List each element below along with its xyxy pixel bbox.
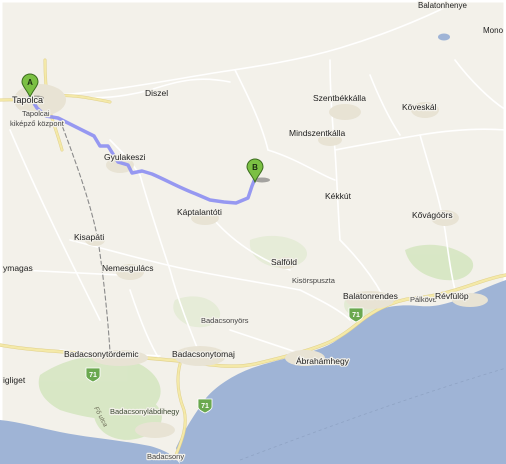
place-tapolca: Tapolca bbox=[12, 95, 43, 105]
svg-text:71: 71 bbox=[352, 312, 360, 319]
place-raposka: ymagas bbox=[3, 263, 33, 273]
place-balatonhenye: Balatonhenye bbox=[418, 1, 467, 10]
place-szigliget: igliget bbox=[3, 375, 26, 385]
place-gyulakeszi: Gyulakeszi bbox=[104, 152, 146, 162]
place-badacsonyors: Badacsonyörs bbox=[201, 316, 249, 325]
place-palkove: Pálköve bbox=[410, 295, 437, 304]
place-tapolca-kikepzo-1: Tapolcai bbox=[22, 109, 50, 118]
route-line bbox=[28, 95, 258, 205]
railway-line bbox=[59, 119, 111, 353]
lake-shore-left bbox=[0, 420, 180, 464]
lake-boundary-line bbox=[239, 367, 506, 461]
place-revfulop: Révfülöp bbox=[435, 291, 469, 301]
place-nemesgulacs: Nemesgulács bbox=[102, 263, 154, 273]
place-koveskal: Köveskál bbox=[402, 102, 437, 112]
place-mindszentkalla: Mindszentkálla bbox=[289, 128, 345, 138]
place-badacsonytomaj: Badacsonytomaj bbox=[172, 349, 235, 359]
svg-text:71: 71 bbox=[89, 372, 97, 379]
map-pin-green-icon bbox=[246, 158, 264, 184]
map-pin-green-icon bbox=[21, 73, 39, 99]
marker-b[interactable]: B bbox=[246, 158, 264, 184]
pond bbox=[438, 33, 450, 41]
place-kisapati: Kisapáti bbox=[74, 232, 104, 242]
place-kisorspuszta: Kisörspuszta bbox=[292, 276, 336, 285]
marker-a-shadow bbox=[28, 95, 44, 101]
lake-balaton bbox=[176, 280, 506, 464]
place-badacsonytordemic: Badacsonytördemic bbox=[64, 349, 139, 359]
place-kaptalantoti: Káptalantóti bbox=[177, 207, 222, 217]
place-badacsonylabdihegy: Badacsonylábdihegy bbox=[110, 407, 179, 416]
place-badacsony: Badacsony bbox=[147, 452, 184, 461]
place-salfold: Salföld bbox=[271, 257, 297, 267]
place-monostorapati: Mono bbox=[483, 26, 504, 35]
place-tapolca-kikepzo-2: kiképző központ bbox=[10, 119, 65, 128]
place-kekkut: Kékkút bbox=[325, 191, 352, 201]
marker-a[interactable]: A bbox=[21, 73, 39, 99]
marker-b-shadow bbox=[254, 177, 270, 183]
svg-text:71: 71 bbox=[201, 403, 209, 410]
road-shield-71-b: 71 bbox=[85, 367, 101, 383]
road-shield-71-c: 71 bbox=[197, 398, 213, 414]
marker-a-letter: A bbox=[27, 78, 33, 87]
place-kovagoors: Kővágóörs bbox=[412, 210, 453, 220]
place-abrahamhegy: Ábrahámhegy bbox=[296, 356, 350, 366]
road-shield-71-a: 71 bbox=[348, 307, 364, 323]
place-balatonrendes: Balatonrendes bbox=[343, 291, 398, 301]
marker-b-letter: B bbox=[252, 163, 258, 172]
place-szentbekkalla: Szentbékkálla bbox=[313, 93, 366, 103]
place-diszel: Diszel bbox=[145, 88, 168, 98]
